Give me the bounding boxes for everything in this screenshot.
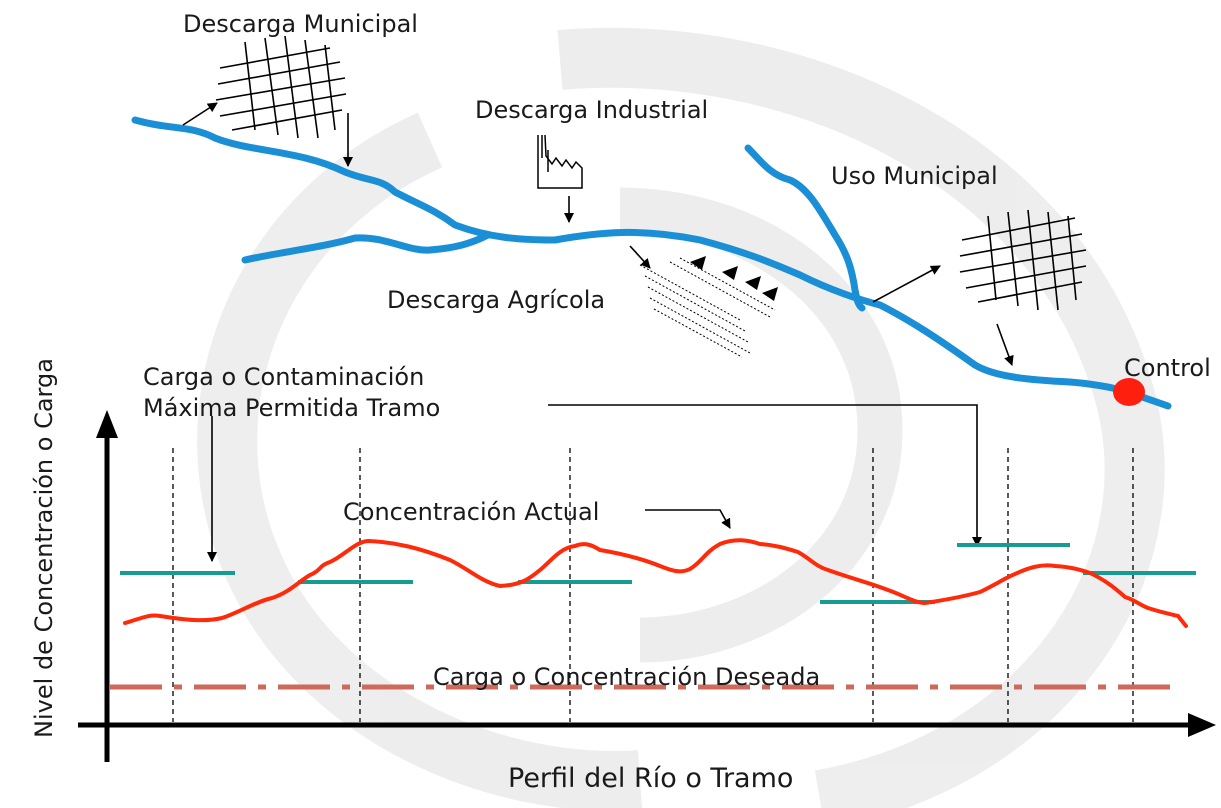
max-allowed-label-line2: Máxima Permitida Tramo — [143, 394, 441, 422]
municipal-discharge-label: Descarga Municipal — [183, 10, 418, 38]
max-allowed-label-line1: Carga o Contaminación — [143, 363, 425, 391]
river-agricultural-branch — [241, 231, 492, 264]
agricultural-field-icon — [639, 257, 776, 358]
agricultural-runoff-arrows — [690, 256, 778, 301]
reach-dividers — [172, 448, 1134, 722]
city-grid-icon — [215, 35, 347, 139]
industrial-discharge-label: Descarga Industrial — [475, 96, 709, 124]
flow-arrows — [182, 102, 1014, 562]
y-axis-label: Nivel de Concentración o Carga — [30, 358, 58, 738]
current-concentration-curve — [123, 538, 1188, 628]
current-concentration-label: Concentración Actual — [343, 498, 600, 526]
city-grid-icon — [959, 209, 1087, 311]
factory-icon — [537, 134, 583, 189]
river-tributary — [744, 144, 866, 312]
desired-level-label: Carga o Concentración Deseada — [433, 663, 821, 691]
x-axis-label: Perfil del Río o Tramo — [508, 763, 794, 794]
background-watermark — [197, 27, 1165, 808]
municipal-use-label: Uso Municipal — [831, 162, 998, 190]
control-label: Control — [1124, 354, 1211, 382]
chart-axes — [78, 410, 1216, 762]
agricultural-discharge-label: Descarga Agrícola — [387, 286, 606, 314]
river-main-channel — [131, 116, 1172, 410]
control-point-icon — [1113, 378, 1145, 406]
river — [131, 116, 1172, 410]
